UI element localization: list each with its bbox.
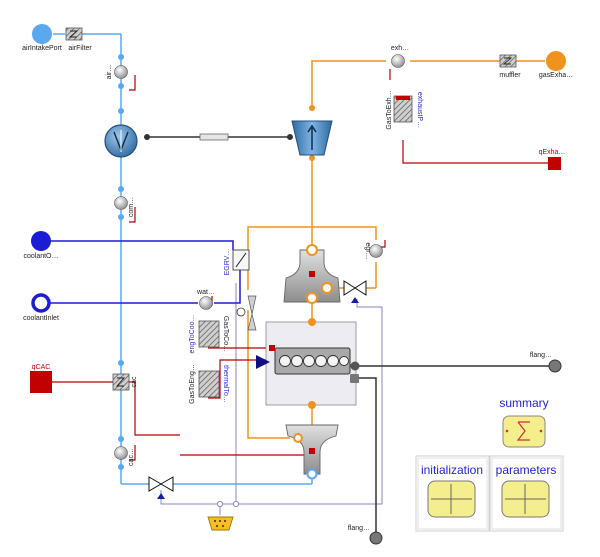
air-filter[interactable]: airFilter	[65, 27, 92, 52]
q-cac-port-label: qCAC	[32, 364, 51, 371]
intake-throttle-valve[interactable]	[148, 476, 174, 499]
coolant-outlet-port[interactable]: coolantO…	[23, 231, 59, 260]
turbine[interactable]	[291, 120, 333, 156]
egr-valve-label: EGRV…	[224, 249, 231, 276]
egr-throttle-valve[interactable]	[343, 280, 367, 303]
cac-sensor[interactable]: cac…	[114, 446, 136, 466]
thermostat-symbol	[236, 295, 257, 331]
water-sensor-label: wat…	[196, 289, 215, 296]
egr-valve-box[interactable]: EGRV…	[224, 249, 250, 276]
coolant-lines	[50, 240, 241, 304]
exhaust-sensor-label: exh…	[391, 45, 409, 52]
air-filter-label: airFilter	[68, 45, 92, 52]
q-exhaust-port-label: qExha…	[539, 149, 566, 156]
coolant-inlet-port[interactable]: coolantInlet	[23, 293, 59, 322]
q-exhaust-port[interactable]: qExha…	[539, 149, 566, 170]
summary-label: summary	[499, 396, 548, 410]
compressor-sensor-label: com…	[128, 197, 135, 217]
intake-manifold[interactable]	[285, 424, 339, 480]
summary-block[interactable]: summary	[499, 396, 549, 448]
initialization-block[interactable]: initialization	[415, 455, 490, 532]
muffler[interactable]: muffler	[499, 54, 521, 79]
flange-bottom-port[interactable]: flang…	[348, 525, 383, 545]
flange-shaft-port[interactable]: flang…	[530, 352, 562, 373]
heat-lines	[52, 69, 548, 461]
exhaust-pipe-heat-transfer[interactable]: GasToExh… exhaustP…	[386, 90, 423, 129]
flange-shaft-port-label: flang…	[530, 352, 552, 359]
gas-to-coolant-label: GasToCo…	[222, 316, 229, 352]
turbo-shaft	[144, 133, 293, 141]
q-cac-port[interactable]: qCAC	[30, 364, 52, 393]
muffler-label: muffler	[499, 72, 521, 79]
water-sensor[interactable]: wat…	[196, 289, 215, 310]
compressor[interactable]	[104, 124, 138, 158]
flange-bottom-port-label: flang…	[348, 525, 370, 532]
eng-to-coolant-label: engToCoo…	[189, 315, 196, 354]
exhaust-pipe-label: exhaustP…	[416, 92, 423, 128]
cac-label: cac	[131, 376, 138, 387]
egr-sensor-label: egr…	[364, 242, 371, 259]
air-intake-port[interactable]: airIntakePort	[22, 24, 62, 52]
cac-sensor-label: cac…	[128, 448, 135, 466]
signal-bus-connector[interactable]	[207, 500, 240, 531]
exhaust-sensor[interactable]: exh…	[391, 45, 409, 68]
coolant-outlet-port-label: coolantO…	[23, 253, 58, 260]
parameters-label: parameters	[496, 463, 557, 477]
air-intake-port-label: airIntakePort	[22, 45, 62, 52]
air-sensor[interactable]: air…	[106, 65, 128, 80]
engine-block[interactable]	[256, 318, 360, 409]
eng-to-coolant-heat-transfer[interactable]: engToCoo… GasToCo…	[189, 315, 229, 354]
exhaust-manifold[interactable]	[283, 244, 341, 304]
parameters-block[interactable]: parameters	[489, 455, 564, 532]
gas-exhaust-port[interactable]: gasExha…	[539, 51, 573, 79]
thermal-to-label: thermalTo…	[222, 365, 229, 403]
gas-to-eng-label: GasToEng…	[189, 364, 196, 404]
charge-air-cooler[interactable]: cac	[112, 373, 138, 391]
compressor-sensor[interactable]: com…	[114, 196, 136, 218]
thermal-to-engine-heat-transfer[interactable]: GasToEng… thermalTo…	[189, 364, 229, 404]
exhaust-port-dots	[309, 105, 315, 161]
initialization-label: initialization	[421, 463, 483, 477]
egr-sensor[interactable]: egr…	[364, 242, 383, 260]
gas-exhaust-port-label: gasExha…	[539, 72, 573, 79]
coolant-inlet-port-label: coolantInlet	[23, 315, 59, 322]
air-lines	[53, 33, 313, 485]
air-port-dots	[118, 54, 124, 470]
air-sensor-label: air…	[106, 65, 113, 80]
gas-to-exhaust-pipe-label: GasToExh…	[386, 90, 393, 129]
